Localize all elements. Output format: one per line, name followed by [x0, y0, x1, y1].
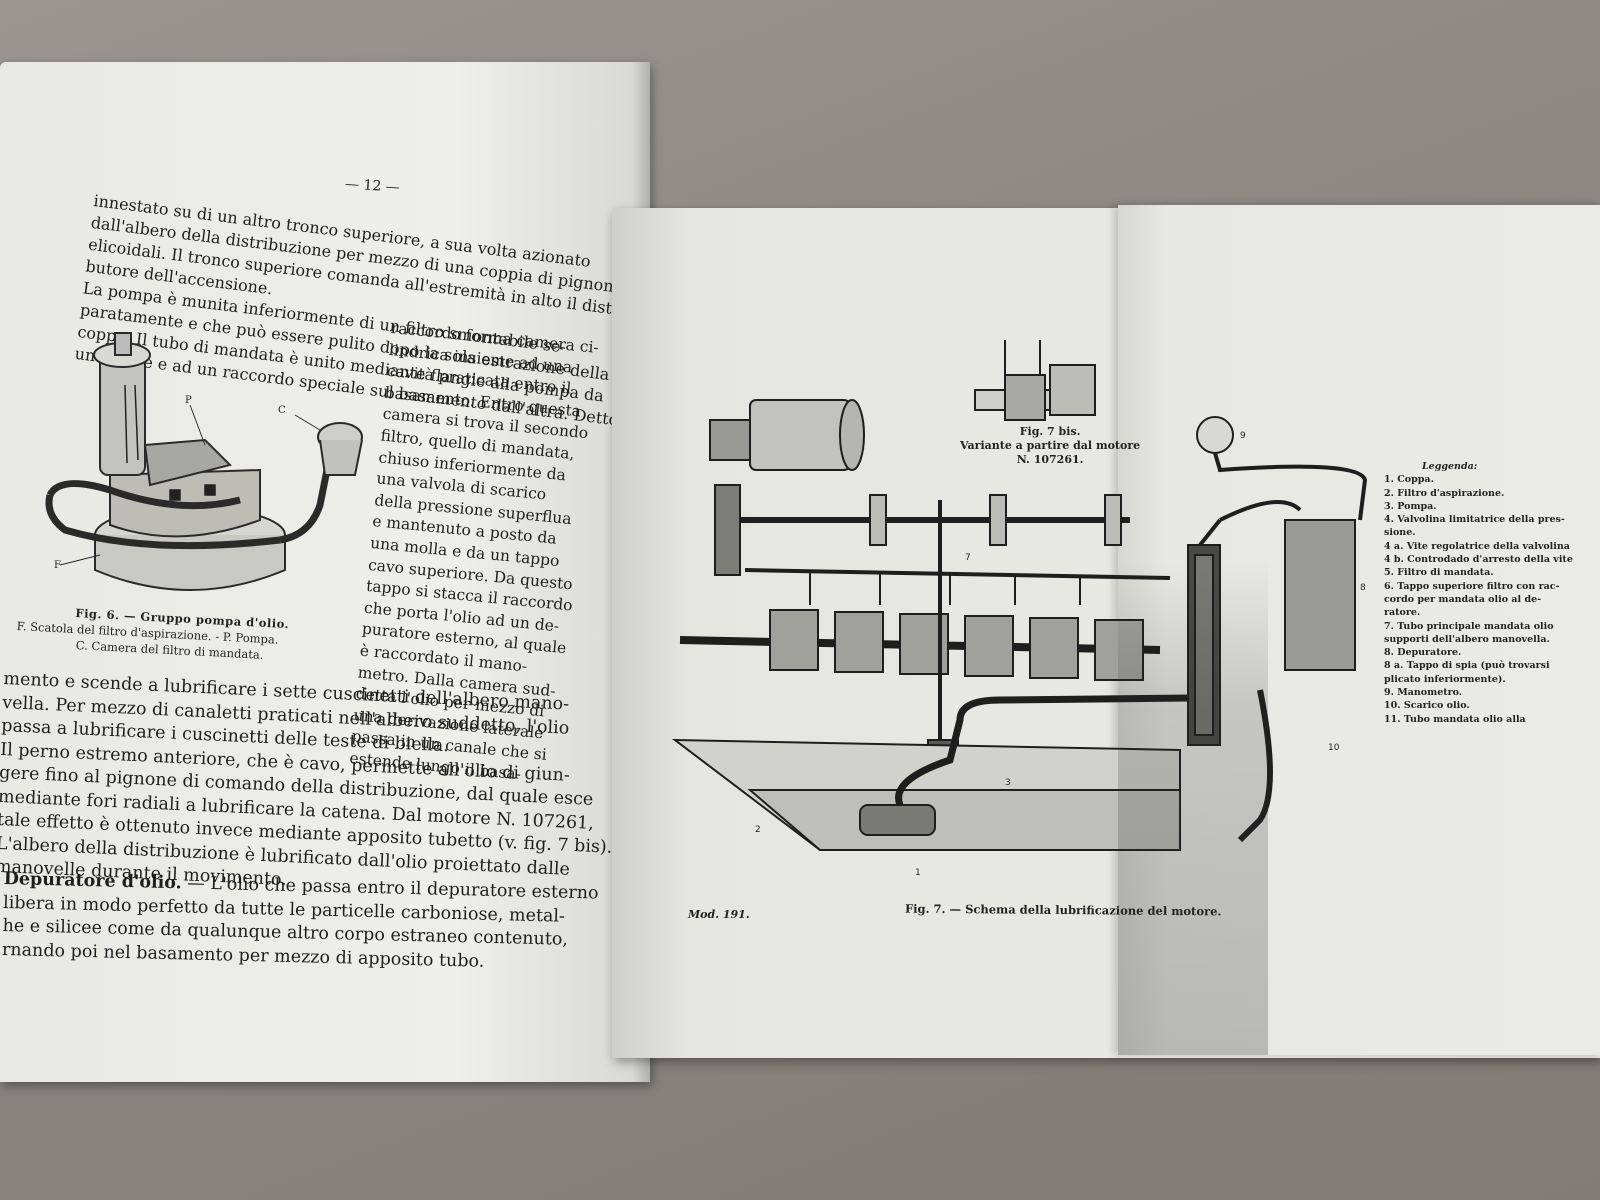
- oil-pump-illustration: P C F: [45, 332, 363, 591]
- legend-item: 6. Tappo superiore filtro con rac-: [1384, 580, 1560, 592]
- legend-title: Leggenda:: [1422, 461, 1478, 472]
- figure-7bis-title: Fig. 7 bis.: [1019, 425, 1081, 438]
- legend-item: 8 a. Tappo di spia (può trovarsi: [1384, 660, 1550, 672]
- figure-7bis-caption: Fig. 7 bis. Variante a partire dal motor…: [960, 425, 1140, 467]
- diagram-label: 8: [1360, 583, 1366, 593]
- legend-item: 4. Valvolina limitatrice della pres-: [1384, 514, 1565, 526]
- diagram-label: 2: [755, 825, 761, 835]
- legend-item: 9. Manometro.: [1384, 687, 1463, 699]
- legend-item: 11. Tubo mandata olio alla: [1384, 713, 1526, 725]
- lubrication-schematic: 1 3 7 8 9 10 2: [671, 340, 1368, 878]
- legend-item: ratore.: [1384, 607, 1421, 619]
- diagram-label: 1: [915, 868, 921, 878]
- legend-item: 3. Pompa.: [1384, 500, 1437, 512]
- legend-item: 8. Depuratore.: [1384, 647, 1462, 659]
- legend-item: cordo per mandata olio al de-: [1384, 593, 1542, 605]
- legend-item: 4 b. Controdado d'arresto della vite: [1384, 554, 1573, 566]
- label-f: F: [54, 560, 61, 571]
- diagram-legend: Leggenda: 1. Coppa. 2. Filtro d'aspirazi…: [1384, 460, 1573, 726]
- diagram-label: 3: [1005, 778, 1011, 788]
- legend-item: 7. Tubo principale mandata olio: [1384, 620, 1554, 632]
- legend-item: 1. Coppa.: [1384, 474, 1434, 486]
- legend-item: sione.: [1384, 527, 1416, 539]
- diagram-label: 10: [1328, 743, 1340, 753]
- figure-7bis-line: N. 107261.: [1016, 453, 1084, 466]
- legend-item: 10. Scarico olio.: [1384, 700, 1470, 712]
- legend-item: supporti dell'albero manovella.: [1384, 633, 1550, 645]
- foldout-shadow: [1118, 560, 1268, 1055]
- legend-item: plicato inferiormente).: [1384, 673, 1506, 685]
- legend-item: 4 a. Vite regolatrice della valvolina: [1384, 540, 1570, 552]
- section-heading: Depuratore d'olio.: [3, 868, 182, 894]
- legend-item: 2. Filtro d'aspirazione.: [1384, 487, 1505, 499]
- figure-7bis-line: Variante a partire dal motore: [960, 439, 1141, 452]
- label-c: C: [278, 405, 286, 416]
- diagram-label: 7: [965, 553, 971, 563]
- figure-7-caption: Fig. 7. — Schema della lubrificazione de…: [904, 901, 1222, 919]
- model-label: Mod. 191.: [688, 908, 750, 921]
- depuratore-paragraph: Depuratore d'olio. — L'olio che passa en…: [2, 868, 599, 977]
- diagram-label: 9: [1240, 431, 1246, 441]
- legend-item: 5. Filtro di mandata.: [1384, 567, 1494, 579]
- label-p: P: [185, 395, 192, 406]
